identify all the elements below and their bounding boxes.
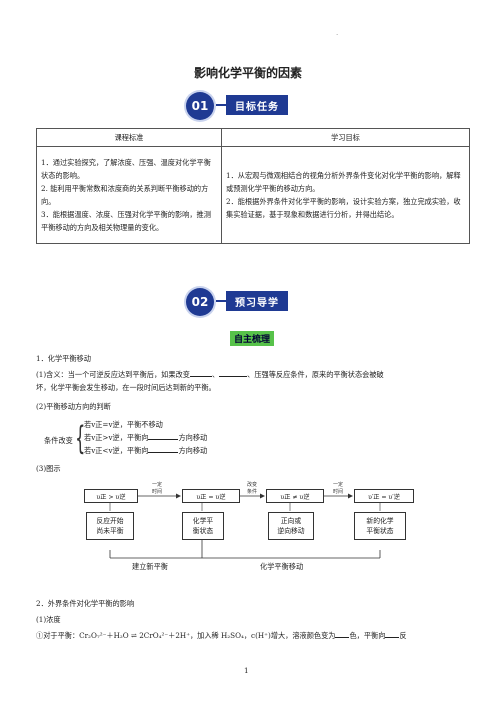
flow-box-start: υ正 > υ逆 [84, 489, 138, 503]
definition-text: 坏，化学平衡会发生移动，在一段时间后达到新的平衡。 [36, 383, 216, 392]
standard-item: 1．通过实验探究，了解浓度、压强、温度对化学平衡状态的影响。 [41, 158, 211, 180]
condition-equal: 若v正=v逆，平衡不移动 [84, 420, 163, 429]
goal-item: 2．能根据外界条件对化学平衡的影响，设计实验方案，独立完成实验，收集实验证据，基… [226, 197, 461, 219]
bracket-label-shift: 化学平衡移动 [260, 562, 304, 571]
page-number: 1 [244, 666, 249, 675]
section-number: 02 [186, 288, 214, 316]
definition-paragraph: (1)含义：当一个可逆反应达到平衡后，如果改变 、 、压强等反应条件，原来的平衡状态… [36, 368, 476, 394]
bracket-label-establish: 建立新平衡 [132, 562, 168, 571]
concentration-paragraph: ①对于平衡：Cr₂O₇²⁻＋H₂O ⇌ 2CrO₄²⁻＋2H⁺，加入稀 H₂SO… [36, 631, 407, 640]
standard-item: 2. 能利用平衡常数和浓度商的关系判断平衡移动的方向。 [41, 184, 209, 206]
heading-equilibrium-shift: 1．化学平衡移动 [36, 354, 91, 363]
goals-cell: 1．从宏观与微观相结合的视角分析外界条件变化对化学平衡的影响，解释或预测化学平衡… [221, 146, 470, 244]
note-equilibrium-state: 化学平衡状态 [182, 512, 224, 540]
section-badge-preview: 02 预习导学 [186, 288, 290, 316]
section-label: 目标任务 [216, 95, 288, 115]
standards-cell: 1．通过实验探究，了解浓度、压强、温度对化学平衡状态的影响。 2. 能利用平衡常… [36, 146, 222, 244]
condition-label: 条件改变 [44, 436, 73, 445]
table-header-standards: 课程标准 [36, 128, 222, 147]
header-mark: · [336, 30, 339, 39]
flow-box-shift: υ正 ≠ υ逆 [266, 489, 324, 503]
note-shift-direction: 正向或逆向移动 [268, 512, 314, 540]
section-badge-goals: 01 目标任务 [186, 92, 290, 120]
blank [219, 376, 248, 377]
heading-concentration: (1)浓度 [36, 615, 61, 624]
definition-text: 、压强等反应条件，原来的平衡状态会被破 [247, 370, 384, 379]
definition-text: (1)含义：当一个可逆反应达到平衡后，如果改变 [36, 370, 190, 379]
goals-table: 课程标准 学习目标 1．通过实验探究，了解浓度、压强、温度对化学平衡状态的影响。… [36, 128, 470, 244]
arrow-label: 一定时间 [332, 482, 343, 495]
flow-box-equilibrium: υ正 = υ逆 [182, 489, 240, 503]
table-header-goals: 学习目标 [221, 128, 470, 147]
arrow-label: 一定时间 [151, 482, 162, 495]
heading-external-conditions: 2．外界条件对化学平衡的影响 [36, 599, 135, 608]
self-study-label: 自主梳理 [230, 331, 275, 346]
note-not-equilibrium: 反应开始尚未平衡 [86, 512, 134, 540]
section-number: 01 [186, 92, 214, 120]
arrow-label: 改变条件 [246, 482, 257, 495]
brace-icon: { [75, 419, 86, 457]
blank [189, 376, 212, 377]
page-title: 影响化学平衡的因素 [193, 66, 302, 80]
note-new-equilibrium: 新的化学平衡状态 [354, 512, 406, 540]
condition-greater: 若v正>v逆，平衡向方向移动 [84, 433, 208, 442]
equilibrium-flow-diagram: υ正 > υ逆 一定时间 υ正 = υ逆 改变条件 υ正 ≠ υ逆 一定时间 υ… [80, 482, 420, 582]
flow-arrows [109, 493, 381, 559]
heading-diagram: (3)图示 [36, 464, 61, 473]
standard-item: 3．能根据温度、浓度、压强对化学平衡的影响，推测平衡移动的方向及相关物理量的变化… [41, 210, 211, 232]
flow-box-new-equilibrium: υ′正 = υ′逆 [354, 489, 414, 503]
condition-list: 若v正=v逆，平衡不移动 若v正>v逆，平衡向方向移动 若v正<v逆，平衡向方向… [84, 418, 207, 457]
heading-direction: (2)平衡移动方向的判断 [36, 402, 111, 411]
goal-item: 1．从宏观与微观相结合的视角分析外界条件变化对化学平衡的影响，解释或预测化学平衡… [226, 171, 461, 193]
definition-text: 、 [211, 370, 220, 379]
condition-less: 若v正<v逆，平衡向方向移动 [84, 446, 208, 455]
section-label: 预习导学 [216, 291, 288, 311]
